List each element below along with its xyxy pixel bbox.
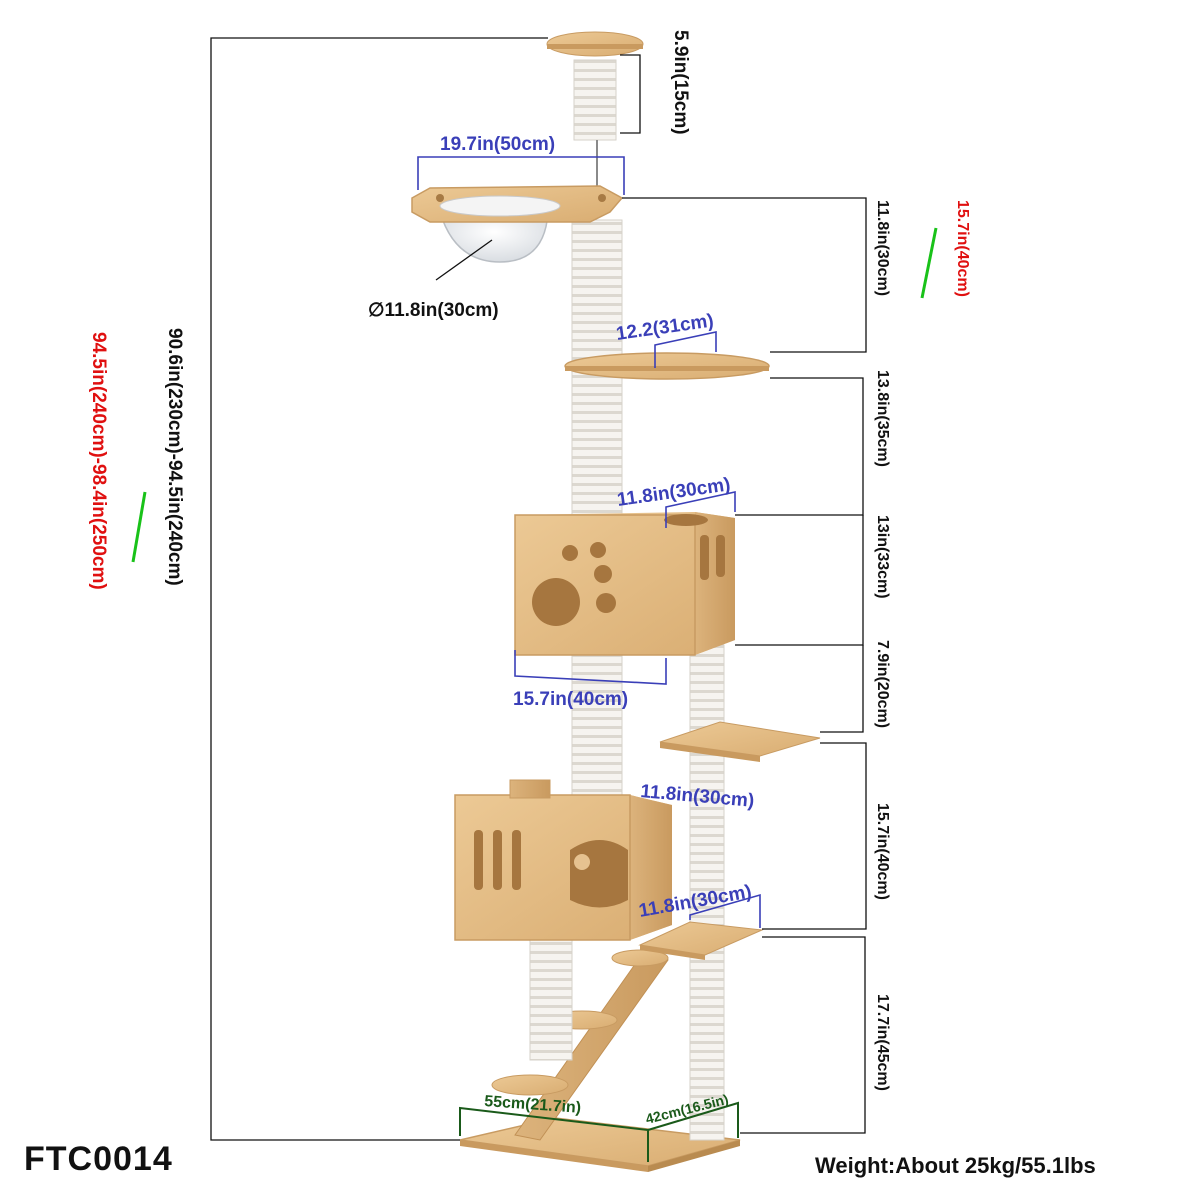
bowl-diameter-label: ∅11.8in(30cm)	[368, 300, 499, 321]
lower-condo	[454, 779, 672, 941]
upper-box-width-label: 15.7in(40cm)	[513, 689, 628, 710]
condo-entry-hole	[532, 578, 580, 626]
seg-e-label: 17.7in(45cm)	[874, 994, 891, 1091]
post-left-lower	[529, 934, 573, 1061]
seg-b-label: 13in(33cm)	[874, 515, 891, 599]
model-code: FTC0014	[24, 1140, 173, 1178]
top-post-bracket	[620, 54, 641, 134]
green-slash-mark	[920, 227, 938, 299]
total-height-bracket	[210, 37, 548, 1141]
side-step	[659, 721, 821, 757]
base-width-label: 55cm(21.7in)	[484, 1093, 582, 1117]
bowl-hammock	[438, 211, 549, 263]
cat-tree	[411, 31, 821, 1172]
weight-label: Weight:About 25kg/55.1lbs	[815, 1153, 1096, 1178]
bowl-platform-width-label: 19.7in(50cm)	[440, 134, 555, 155]
total-height-label: 90.6in(230cm)-94.5in(240cm)	[164, 328, 185, 586]
blue-dimension-lines	[417, 156, 761, 928]
green-slash-mark	[131, 491, 147, 563]
bracket-seg-b	[735, 515, 864, 646]
upper-condo	[514, 512, 735, 656]
dimension-lines	[210, 37, 867, 1141]
seg-a-label: 13.8in(35cm)	[874, 370, 891, 467]
bracket-seg-d	[762, 742, 867, 930]
bracket-seg-a	[735, 377, 864, 516]
total-height-alt-label: 94.5in(240cm)-98.4in(250cm)	[88, 332, 109, 590]
bowl-pointer	[435, 239, 493, 281]
seg-d-label: 15.7in(40cm)	[874, 803, 891, 900]
post-top	[573, 59, 617, 141]
seg-c-label: 7.9in(20cm)	[874, 640, 891, 728]
upper-gap-alt-label: 15.7in(40cm)	[954, 200, 971, 297]
base-dimension-lines	[459, 1101, 739, 1162]
top-post-height-label: 5.9in(15cm)	[670, 30, 691, 135]
base-board-edge	[460, 1140, 648, 1172]
round-platform-label: 12.2(31cm)	[615, 310, 715, 344]
bracket-seg-e	[740, 936, 866, 1134]
bracket-upper-gap	[622, 197, 867, 353]
ladder-step	[491, 1074, 569, 1096]
bracket-seg-c	[820, 645, 864, 733]
upper-gap-label: 11.8in(30cm)	[874, 200, 891, 296]
